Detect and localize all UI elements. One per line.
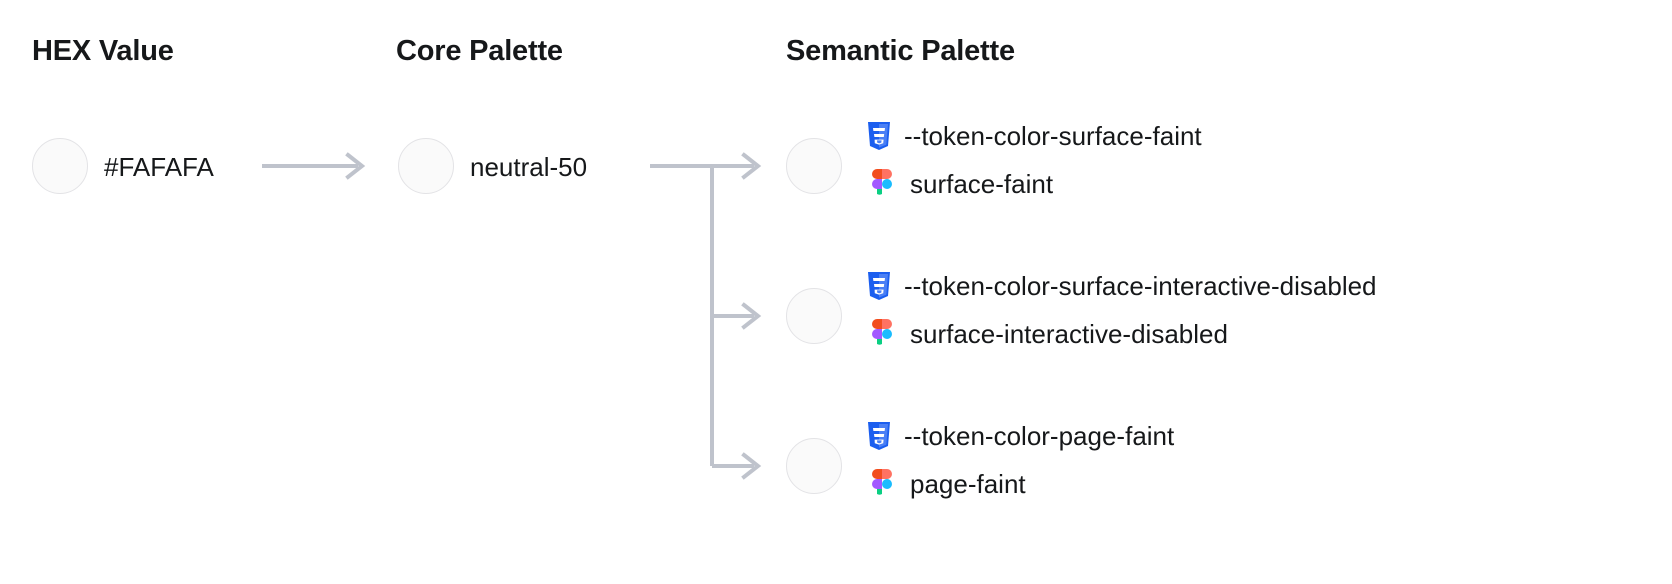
column-heading-core-palette: Core Palette <box>396 35 563 67</box>
figma-token-text: surface-faint <box>910 169 1054 199</box>
color-swatch-semantic <box>786 288 842 344</box>
core-palette-label: neutral-50 <box>470 152 588 182</box>
figma-token-line: surface-faint <box>866 160 1202 208</box>
color-swatch-semantic <box>786 438 842 494</box>
semantic-token-row: --token-color-surface-interactive-disabl… <box>866 262 1377 358</box>
color-swatch-semantic <box>786 138 842 194</box>
css-token-text: --token-color-page-faint <box>904 421 1175 451</box>
css-token-line: --token-color-surface-faint <box>866 112 1202 160</box>
figma-icon <box>872 469 892 495</box>
figma-icon <box>872 169 892 195</box>
css-token-line: --token-color-surface-interactive-disabl… <box>866 262 1377 310</box>
css3-icon <box>868 272 890 300</box>
color-swatch-hex <box>32 138 88 194</box>
semantic-token-row: --token-color-page-faint page-faint <box>866 412 1174 508</box>
figma-token-text: surface-interactive-disabled <box>910 319 1228 349</box>
css-token-text: --token-color-surface-faint <box>904 121 1202 151</box>
figma-icon <box>872 319 892 345</box>
color-swatch-core <box>398 138 454 194</box>
column-heading-semantic-palette: Semantic Palette <box>786 35 1015 67</box>
figma-token-line: page-faint <box>866 460 1174 508</box>
css3-icon <box>868 122 890 150</box>
arrow-core-to-semantic-branches <box>650 152 762 480</box>
css-token-line: --token-color-page-faint <box>866 412 1174 460</box>
css-token-text: --token-color-surface-interactive-disabl… <box>904 271 1377 301</box>
hex-value-label: #FAFAFA <box>104 152 214 182</box>
css3-icon <box>868 422 890 450</box>
column-heading-hex-value: HEX Value <box>32 35 174 67</box>
figma-token-text: page-faint <box>910 469 1026 499</box>
figma-token-line: surface-interactive-disabled <box>866 310 1377 358</box>
semantic-token-row: --token-color-surface-faint surface-fain… <box>866 112 1202 208</box>
arrow-hex-to-core <box>262 152 366 180</box>
